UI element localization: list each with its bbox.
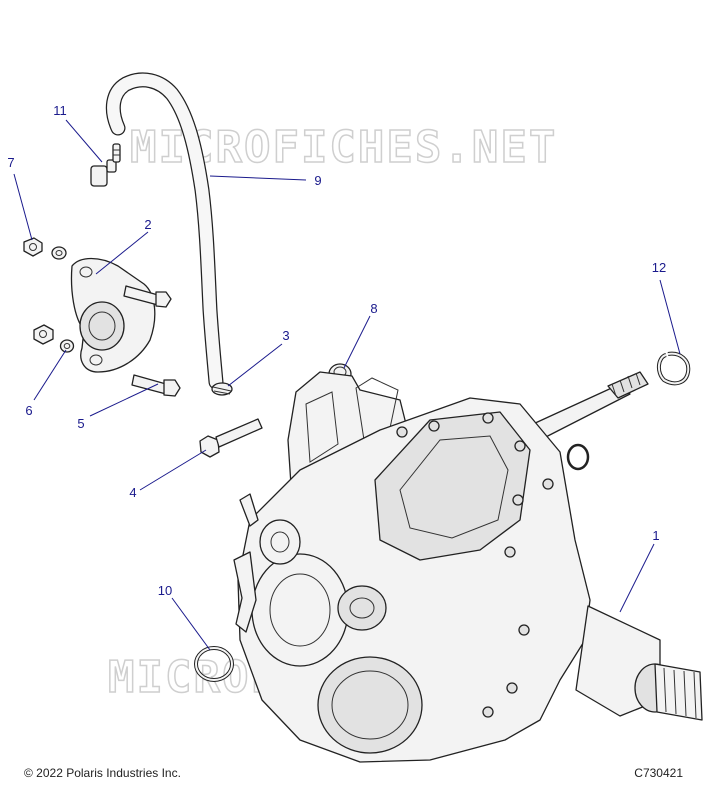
o-ring — [194, 646, 234, 682]
bolt-4 — [199, 418, 263, 458]
callout-5: 5 — [77, 416, 84, 431]
leader-lines — [13, 119, 681, 651]
vent-fitting — [90, 143, 121, 187]
gearcase-assembly — [233, 371, 703, 763]
washer-lower — [59, 339, 75, 353]
bracket-bolt-upper — [123, 285, 172, 308]
callout-7: 7 — [7, 155, 14, 170]
callout-3: 3 — [282, 328, 289, 343]
callouts: 1 2 3 4 5 6 7 8 9 10 11 12 — [7, 103, 666, 598]
callout-12: 12 — [652, 260, 666, 275]
callout-1: 1 — [652, 528, 659, 543]
copyright-text: © 2022 Polaris Industries Inc. — [24, 766, 181, 780]
callout-8: 8 — [370, 301, 377, 316]
vent-hose — [105, 72, 224, 390]
nut-lower — [33, 324, 54, 345]
callout-10: 10 — [158, 583, 172, 598]
callout-6: 6 — [25, 403, 32, 418]
hose-clamp — [211, 382, 233, 396]
figure-code: C730421 — [634, 766, 683, 780]
callout-4: 4 — [129, 485, 136, 500]
nut-7 — [23, 237, 43, 257]
sensor-bracket — [70, 257, 156, 373]
washer-upper — [51, 246, 67, 260]
callout-2: 2 — [144, 217, 151, 232]
callout-11: 11 — [53, 103, 67, 118]
bolt-5 — [131, 374, 181, 397]
callout-9: 9 — [314, 173, 321, 188]
snap-ring — [657, 351, 691, 386]
